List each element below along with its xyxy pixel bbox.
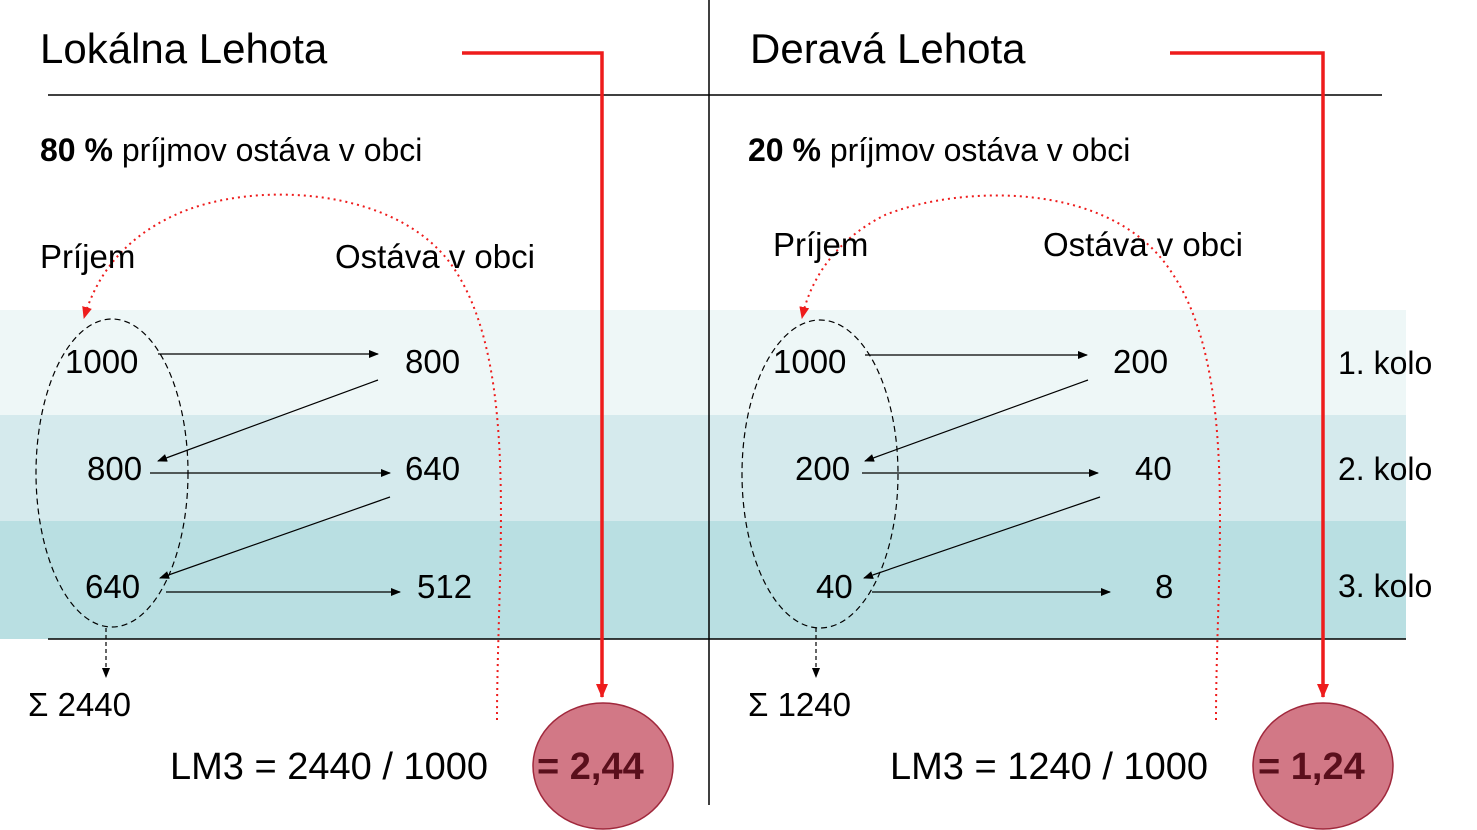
income-left-2: 800	[87, 450, 143, 487]
round-band-1	[0, 310, 1406, 415]
arrow-left-back-1	[157, 379, 379, 462]
result-right: = 1,24	[1258, 746, 1365, 788]
result-arrow-right	[1170, 51, 1329, 698]
col-header-income-left: Príjem	[40, 238, 136, 275]
arrow-right-back-2	[863, 496, 1101, 579]
stays-left-2: 640	[405, 450, 461, 487]
formula-left: LM3 = 2440 / 1000	[170, 746, 488, 788]
title-left: Lokálna Lehota	[40, 25, 328, 72]
subtitle-left-rest: príjmov ostáva v obci	[112, 132, 423, 168]
result-circle-right	[1252, 702, 1394, 830]
round-band-3	[0, 521, 1406, 639]
result-circle-left	[532, 702, 674, 830]
income-left-3: 640	[85, 568, 141, 605]
income-group-ellipse-right	[741, 319, 899, 629]
loop-arrow-right	[799, 194, 1221, 721]
result-arrow-left	[462, 51, 608, 698]
stays-right-2: 40	[1135, 450, 1172, 487]
formula-right: LM3 = 1240 / 1000	[890, 746, 1208, 788]
stays-left-3: 512	[417, 568, 473, 605]
title-right: Deravá Lehota	[750, 25, 1026, 72]
round-label-3: 3. kolo	[1338, 568, 1433, 604]
stays-right-3: 8	[1155, 568, 1174, 605]
col-header-stays-right: Ostáva v obci	[1043, 226, 1243, 263]
sum-right: Σ 1240	[748, 686, 851, 723]
income-right-1: 1000	[773, 343, 847, 380]
round-label-2: 2. kolo	[1338, 451, 1433, 487]
subtitle-left: 80 % príjmov ostáva v obci	[40, 134, 422, 166]
subtitle-left-pct: 80 %	[40, 132, 113, 168]
col-header-stays-left: Ostáva v obci	[335, 238, 535, 275]
col-header-income-right: Príjem	[773, 226, 869, 263]
subtitle-right-pct: 20 %	[748, 132, 821, 168]
round-label-1: 1. kolo	[1338, 345, 1433, 381]
arrow-left-back-2	[159, 496, 391, 579]
stays-left-1: 800	[405, 343, 461, 380]
income-right-3: 40	[816, 568, 853, 605]
income-left-1: 1000	[65, 343, 139, 380]
sum-left: Σ 2440	[28, 686, 131, 723]
arrow-right-back-1	[864, 379, 1089, 462]
result-left: = 2,44	[537, 746, 644, 788]
subtitle-right-rest: príjmov ostáva v obci	[820, 132, 1131, 168]
income-right-2: 200	[795, 450, 851, 487]
stays-right-1: 200	[1113, 343, 1169, 380]
subtitle-right: 20 % príjmov ostáva v obci	[748, 134, 1130, 166]
